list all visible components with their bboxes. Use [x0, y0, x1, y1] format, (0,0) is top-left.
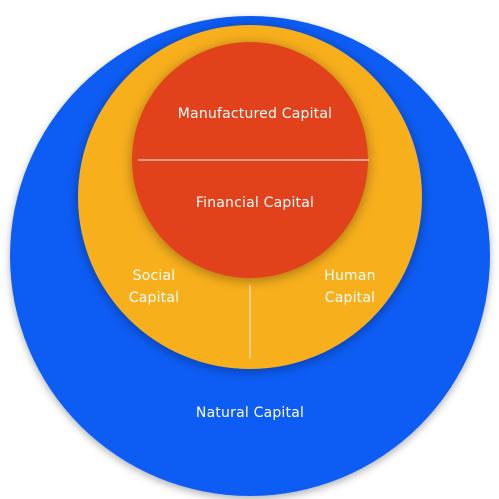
natural-capital-label: Natural Capital — [195, 405, 305, 421]
financial-capital-label: Financial Capital — [195, 195, 315, 211]
human-capital-label: Human Capital — [324, 268, 376, 306]
manufactured-capital-label: Manufactured Capital — [177, 106, 333, 122]
social-capital-label: Social Capital — [128, 268, 180, 306]
